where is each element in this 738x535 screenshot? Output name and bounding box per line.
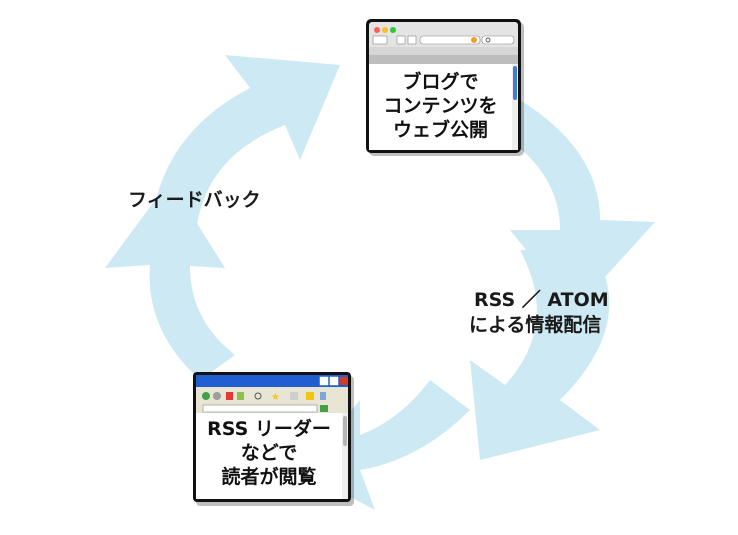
reader-scroll-thumb [343,416,347,446]
history-icon [290,392,298,400]
search-icon [254,392,262,400]
arrow-delivery-to-reader [470,245,610,460]
back-button-icon [372,35,388,45]
blog-text-line-2: コンテンツを [383,95,498,117]
rss-feed-icon [471,37,477,43]
arrow-reader-to-feedback [105,180,235,380]
minimize-icon [319,376,329,386]
minimize-dot-icon [382,27,388,33]
reader-title-bar [196,375,348,387]
reader-window-text: RSS リーダー などで 読者が閲覧 [196,417,342,497]
blog-content-area [369,64,518,150]
stop-icon [226,392,233,400]
close-icon [340,377,348,385]
close-dot-icon [374,27,380,33]
reader-content-area [196,413,348,499]
bookmark-bar [369,47,518,55]
rss-reader-window: ★ [193,372,354,506]
blog-text-line-3: ウェブ公開 [392,119,488,141]
mail-icon [306,392,314,400]
feedback-label: フィードバック [128,189,261,211]
go-button-icon [320,405,328,412]
reload-button-icon [396,35,406,45]
tab-bar [369,55,518,64]
search-bar [481,35,515,45]
forward-icon [213,392,221,400]
reader-scrollbar [342,413,348,499]
scrollbar-thumb [513,66,517,100]
blog-text-line-1: ブログで [402,71,479,93]
back-icon [202,392,210,400]
delivery-label: による情報配信 [469,314,602,336]
reader-address-bar [202,404,318,413]
maximize-icon [329,376,339,386]
refresh-icon [237,392,244,400]
reader-text-line-2: などで [240,442,298,464]
maximize-dot-icon [390,27,396,33]
add-button-icon [407,35,417,45]
user-icon [320,392,326,400]
blog-window-text: ブログで コンテンツを ウェブ公開 [369,70,512,150]
favorites-star-icon: ★ [271,392,280,403]
address-bar [419,35,481,45]
reader-text-line-3: 読者が閲覧 [221,466,317,488]
rss-atom-label: RSS ／ ATOM [474,289,609,311]
scrollbar-track [512,64,518,150]
blog-browser-window [366,19,524,156]
reader-text-line-1: RSS リーダー [207,418,331,440]
search-icon [485,37,491,43]
arrow-feedback-to-blog [150,55,340,250]
